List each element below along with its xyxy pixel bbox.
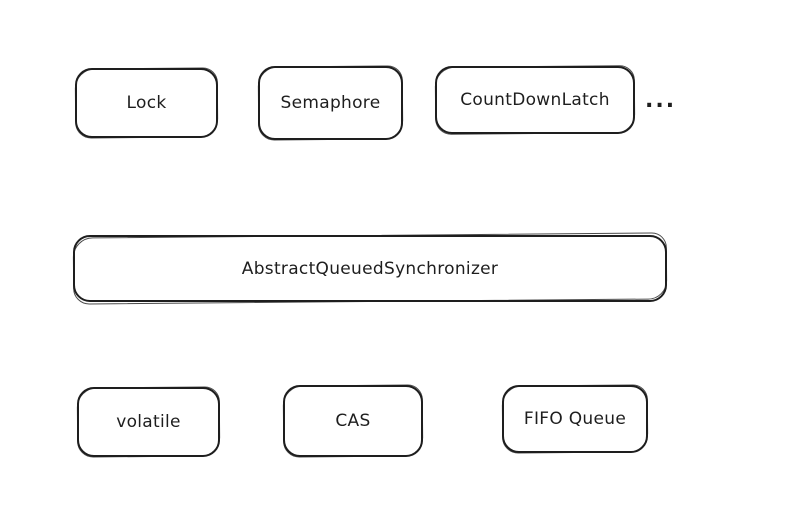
node-countdownlatch: CountDownLatch	[435, 66, 635, 134]
node-abstractqueuedsynchronizer: AbstractQueuedSynchronizer	[73, 235, 667, 302]
node-semaphore: Semaphore	[258, 66, 403, 140]
node-semaphore-label: Semaphore	[280, 93, 381, 113]
node-volatile-label: volatile	[116, 412, 181, 432]
more-synchronizers-ellipsis: ...	[645, 88, 677, 113]
node-countdownlatch-label: CountDownLatch	[460, 90, 610, 110]
node-fifo-queue-label: FIFO Queue	[523, 409, 627, 429]
node-cas: CAS	[283, 385, 423, 457]
node-volatile: volatile	[77, 387, 220, 457]
node-cas-label: CAS	[335, 411, 371, 431]
node-fifo-queue: FIFO Queue	[502, 385, 648, 453]
node-lock: Lock	[75, 68, 218, 138]
node-lock-label: Lock	[126, 93, 167, 113]
node-abstractqueuedsynchronizer-label: AbstractQueuedSynchronizer	[241, 258, 499, 279]
